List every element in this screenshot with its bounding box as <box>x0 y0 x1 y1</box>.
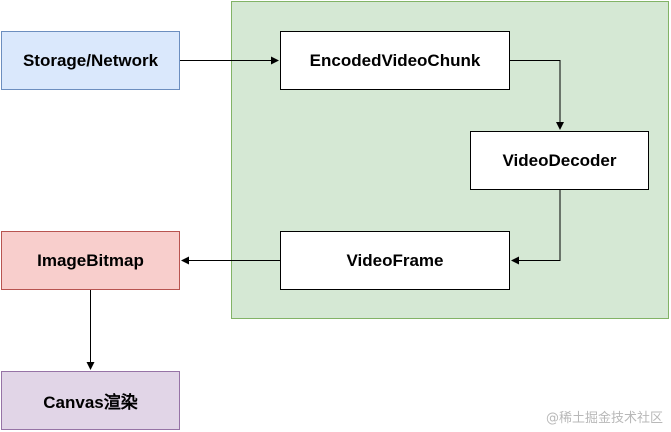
video-decoder-node: VideoDecoder <box>470 131 649 190</box>
storage-network-node: Storage/Network <box>1 31 180 90</box>
canvas-render-node: Canvas渲染 <box>1 371 180 430</box>
image-bitmap-node: ImageBitmap <box>1 231 180 290</box>
video-frame-node: VideoFrame <box>280 231 510 290</box>
encoded-video-chunk-node: EncodedVideoChunk <box>280 31 510 90</box>
watermark-text: @稀土掘金技术社区 <box>545 411 663 426</box>
